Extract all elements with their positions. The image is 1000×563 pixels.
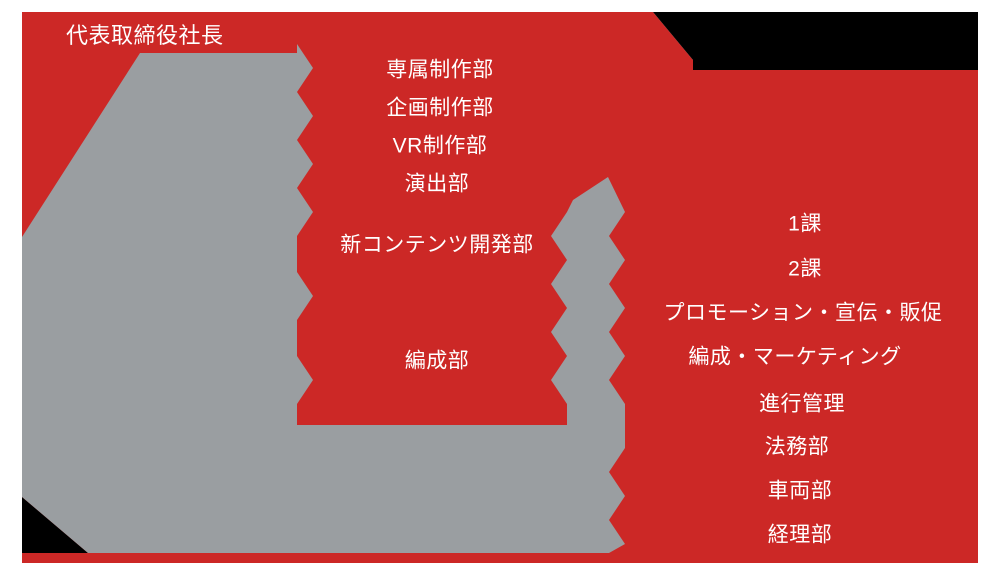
section-label-promotion-senden-hansoku: プロモーション・宣伝・販促 <box>663 301 943 325</box>
section-label-2ka: 2課 <box>788 257 822 281</box>
section-label-sharyobu: 車両部 <box>767 479 833 503</box>
division-label-hensei-bu: 編成部 <box>404 349 470 373</box>
gray-president-shape <box>22 44 625 553</box>
page-title: 代表取締役社長 <box>66 23 224 48</box>
division-label-enshutsubu: 演出部 <box>404 172 470 196</box>
division-label-kikaku-seisakubu: 企画制作部 <box>386 96 494 120</box>
division-label-senzoku-seisakubu: 専属制作部 <box>386 58 494 82</box>
section-label-hensei-marketing: 編成・マーケティング <box>688 345 902 369</box>
section-label-keiribu: 経理部 <box>767 523 833 547</box>
section-label-shinko-kanri: 進行管理 <box>759 392 845 416</box>
division-label-vr-seisakubu: VR制作部 <box>392 134 488 158</box>
division-label-shin-contents-kaihatsubu: 新コンテンツ開発部 <box>340 233 534 257</box>
gray-division-ribbon <box>551 177 625 425</box>
section-label-1ka: 1課 <box>788 212 822 236</box>
section-label-homubu: 法務部 <box>764 435 830 459</box>
black-notch-shape <box>653 12 978 70</box>
